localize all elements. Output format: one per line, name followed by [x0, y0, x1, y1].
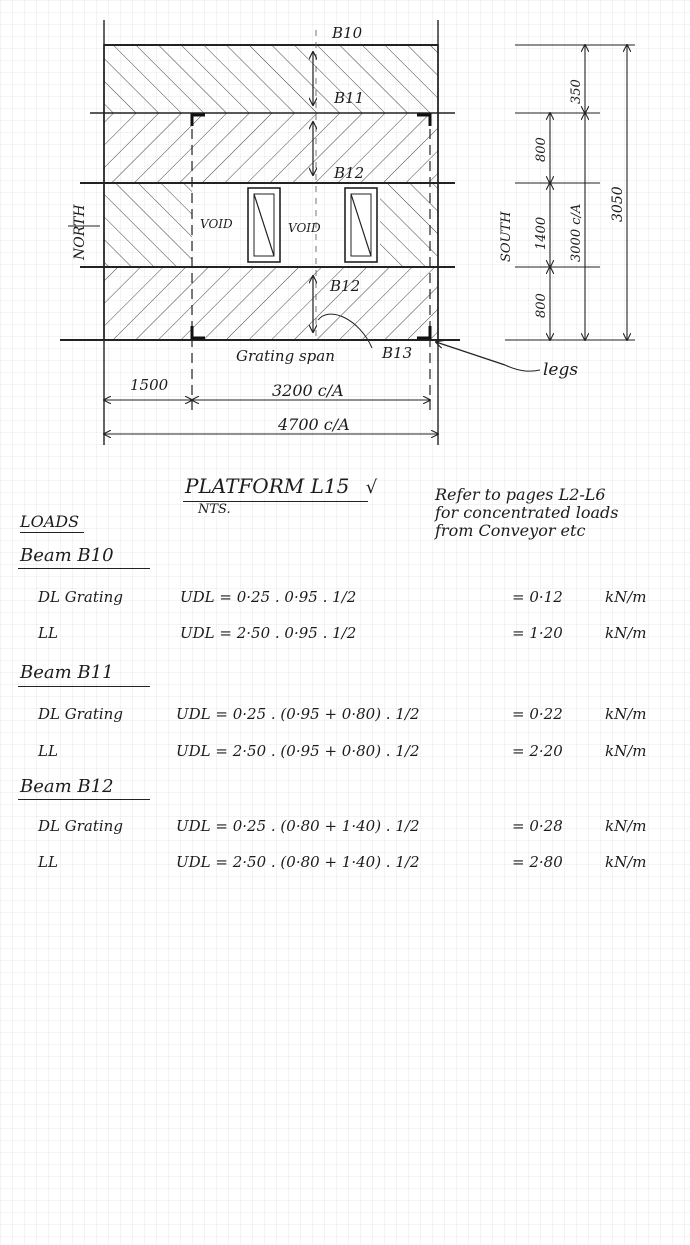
- dim-800-bottom: 800: [534, 293, 549, 318]
- load-formula: UDL = 0·25 . 0·95 . 1/2: [180, 588, 357, 606]
- dim-3200: 3200 c/A: [272, 381, 344, 400]
- load-formula: UDL = 0·25 . (0·80 + 1·40) . 1/2: [176, 817, 420, 835]
- beam-label-b11: B11: [333, 89, 364, 107]
- check-mark: √: [365, 477, 378, 498]
- dim-1400: 1400: [534, 217, 549, 250]
- load-formula: UDL = 2·50 . (0·95 + 0·80) . 1/2: [176, 742, 420, 760]
- dim-350: 350: [569, 79, 584, 104]
- loads-heading: LOADS: [20, 512, 80, 531]
- north-label: NORTH: [72, 204, 88, 261]
- reference-note-line: Refer to pages L2-L6: [435, 485, 606, 504]
- load-label: DL Grating: [38, 588, 123, 606]
- void-label-2: VOID: [288, 221, 321, 235]
- beam-label-b12-top: B12: [333, 164, 364, 182]
- load-result: = 0·12: [512, 588, 563, 606]
- load-label: DL Grating: [38, 817, 123, 835]
- load-unit: kN/m: [605, 624, 647, 642]
- beam-label-b13: B13: [381, 344, 412, 362]
- load-formula: UDL = 2·50 . 0·95 . 1/2: [180, 624, 357, 642]
- reference-note: Refer to pages L2-L6 for concentrated lo…: [435, 486, 619, 540]
- void-label-1: VOID: [200, 217, 233, 231]
- platform-title-text: PLATFORM L15: [185, 474, 350, 498]
- load-result: = 2·20: [512, 742, 563, 760]
- grating-strip-3-left: [104, 183, 192, 267]
- load-label: LL: [38, 742, 58, 760]
- dim-1500: 1500: [130, 376, 169, 394]
- grating-strip-4: [104, 267, 438, 340]
- load-unit: kN/m: [605, 588, 647, 606]
- load-result: = 0·28: [512, 817, 563, 835]
- south-label: SOUTH: [499, 211, 514, 262]
- leg-marker: [190, 326, 205, 340]
- dim-4700: 4700 c/A: [277, 415, 350, 434]
- load-result: = 0·22: [512, 705, 563, 723]
- load-unit: kN/m: [605, 742, 647, 760]
- load-formula: UDL = 2·50 . (0·80 + 1·40) . 1/2: [176, 853, 420, 871]
- beam-label-b12-bottom: B12: [329, 277, 360, 295]
- load-label: DL Grating: [38, 705, 123, 723]
- dim-3050: 3050: [610, 186, 626, 222]
- reference-note-line: from Conveyor etc: [435, 521, 586, 540]
- load-formula: UDL = 0·25 . (0·95 + 0·80) . 1/2: [176, 705, 420, 723]
- load-result: = 1·20: [512, 624, 563, 642]
- dim-800-top: 800: [534, 137, 549, 162]
- leg-marker: [417, 113, 432, 126]
- grating-strip-2: [104, 113, 438, 183]
- beam-heading-b12: Beam B12: [20, 776, 114, 797]
- platform-plan-drawing: B10 B11 B12 B12 B13 VOID VOID Grating sp…: [60, 20, 635, 445]
- beam-heading-b11: Beam B11: [20, 662, 114, 683]
- load-unit: kN/m: [605, 817, 647, 835]
- load-unit: kN/m: [605, 853, 647, 871]
- reference-note-line: for concentrated loads: [435, 503, 619, 522]
- scale-note: NTS.: [198, 502, 231, 517]
- leg-marker: [417, 326, 432, 340]
- load-label: LL: [38, 853, 58, 871]
- leg-marker: [190, 113, 205, 126]
- legs-label: legs: [543, 360, 578, 380]
- load-label: LL: [38, 624, 58, 642]
- platform-title: PLATFORM L15 √: [185, 474, 377, 498]
- load-unit: kN/m: [605, 705, 647, 723]
- grating-strip-3-right: [380, 183, 438, 267]
- beam-label-b10: B10: [331, 24, 363, 42]
- load-result: = 2·80: [512, 853, 563, 871]
- grating-strip-1: [104, 45, 438, 113]
- dim-3000: 3000 c/A: [569, 204, 584, 262]
- beam-heading-b10: Beam B10: [20, 545, 114, 566]
- grating-span-label: Grating span: [236, 347, 335, 365]
